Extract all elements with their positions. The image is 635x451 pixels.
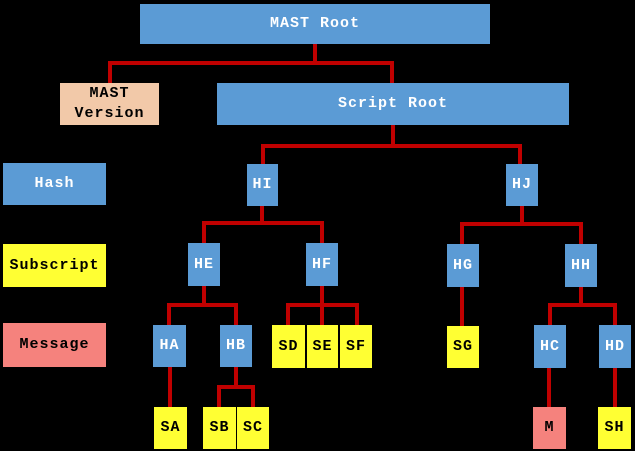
edge-drop-sb xyxy=(217,385,221,407)
edge-hc-to-m xyxy=(547,368,551,407)
node-sa: SA xyxy=(154,407,187,449)
node-legend-subscript-label: Subscript xyxy=(9,256,100,274)
edge-scriptroot-stem xyxy=(391,125,395,146)
edge-drop-sf xyxy=(355,303,359,325)
node-script-root-label: Script Root xyxy=(337,95,449,112)
edge-he-stem xyxy=(202,286,206,305)
node-hb-label: HB xyxy=(225,337,246,354)
edge-drop-ha xyxy=(167,303,171,325)
node-hh-label: HH xyxy=(570,256,591,274)
node-sh-label: SH xyxy=(604,419,625,436)
edge-hb-bar xyxy=(217,385,255,389)
edge-drop-hj xyxy=(518,144,522,164)
edge-drop-hd xyxy=(613,303,617,325)
node-ha-label: HA xyxy=(159,337,180,354)
edge-hh-bar xyxy=(548,303,617,307)
edge-hh-stem xyxy=(579,287,583,305)
node-hc-label: HC xyxy=(539,337,560,355)
node-hg-label: HG xyxy=(452,256,473,274)
edge-he-bar xyxy=(167,303,238,307)
node-mast-root: MAST Root xyxy=(140,4,490,44)
node-ha: HA xyxy=(153,325,186,367)
edge-drop-hi xyxy=(261,144,265,164)
node-sb: SB xyxy=(203,407,236,449)
node-hj: HJ xyxy=(506,164,538,206)
edge-drop-hh xyxy=(579,222,583,244)
node-sd-label: SD xyxy=(278,337,299,355)
node-se: SE xyxy=(307,325,338,368)
node-he: HE xyxy=(188,243,220,286)
edge-hj-bar xyxy=(460,222,583,226)
node-hd-label: HD xyxy=(604,337,625,355)
node-sa-label: SA xyxy=(160,419,181,436)
node-legend-message: Message xyxy=(3,323,106,367)
node-hj-label: HJ xyxy=(511,176,532,193)
node-hc: HC xyxy=(534,325,566,368)
node-hf-label: HF xyxy=(311,255,332,273)
edge-hi-stem xyxy=(260,206,264,223)
node-sf: SF xyxy=(340,325,372,368)
node-legend-hash: Hash xyxy=(3,163,106,205)
edge-drop-hg xyxy=(460,222,464,244)
node-sg: SG xyxy=(447,326,479,368)
node-mast-version: MAST Version xyxy=(60,83,159,125)
edge-mastroot-bar xyxy=(108,61,394,65)
node-script-root: Script Root xyxy=(217,83,569,125)
node-m: M xyxy=(533,407,566,449)
node-mast-version-label: MAST Version xyxy=(74,85,145,122)
edge-drop-mastversion xyxy=(108,61,112,83)
edge-hj-stem xyxy=(520,206,524,224)
node-legend-subscript: Subscript xyxy=(3,244,106,287)
edge-drop-sc xyxy=(251,385,255,407)
edge-drop-he xyxy=(202,221,206,243)
node-sc-label: SC xyxy=(242,419,263,436)
edge-hi-bar xyxy=(202,221,324,225)
node-hb: HB xyxy=(220,325,252,367)
node-sd: SD xyxy=(272,325,305,368)
edge-ha-to-sa xyxy=(168,367,172,407)
node-hg: HG xyxy=(447,244,479,287)
edge-scriptroot-bar xyxy=(261,144,522,148)
node-legend-hash-label: Hash xyxy=(34,175,75,192)
node-legend-message-label: Message xyxy=(19,336,90,353)
node-sf-label: SF xyxy=(345,337,366,355)
edge-drop-hf xyxy=(320,221,324,243)
node-hi: HI xyxy=(247,164,278,206)
edge-hd-to-sh xyxy=(613,368,617,407)
node-hd: HD xyxy=(599,325,631,368)
node-hh: HH xyxy=(565,244,597,287)
edge-drop-hc xyxy=(548,303,552,325)
node-sg-label: SG xyxy=(452,338,473,355)
node-sh: SH xyxy=(598,407,631,449)
edge-hb-stem xyxy=(234,367,238,387)
node-hi-label: HI xyxy=(252,176,273,193)
edge-drop-scriptroot xyxy=(390,61,394,83)
node-m-label: M xyxy=(544,419,555,436)
edge-drop-hb xyxy=(234,303,238,325)
edge-mastroot-stem xyxy=(313,44,317,65)
node-sc: SC xyxy=(237,407,269,449)
node-mast-root-label: MAST Root xyxy=(269,15,360,32)
node-he-label: HE xyxy=(193,255,214,273)
edge-hg-to-sg xyxy=(460,287,464,326)
edge-hf-bar xyxy=(286,303,359,307)
edge-drop-sd xyxy=(286,303,290,325)
node-se-label: SE xyxy=(312,337,333,355)
node-hf: HF xyxy=(306,243,338,286)
node-sb-label: SB xyxy=(209,419,230,436)
